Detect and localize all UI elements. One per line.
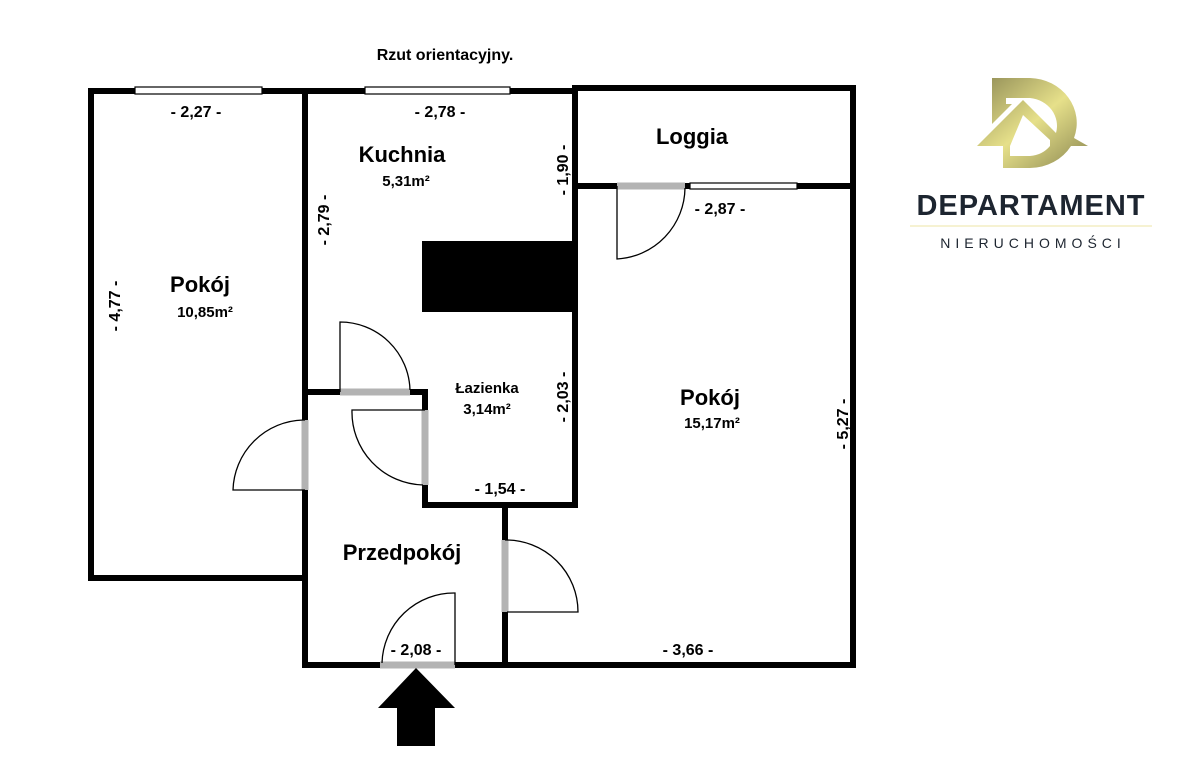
room-name-przedpokoj: Przedpokój <box>343 540 462 565</box>
walls <box>88 85 856 668</box>
room-area-pokoj-left: 10,85m² <box>177 304 233 321</box>
logo-subtitle-text: NIERUCHOMOŚCI <box>940 234 1126 251</box>
company-logo: DEPARTAMENT NIERUCHOMOŚCI <box>910 78 1152 251</box>
dim-left-width: - 2,27 - <box>171 104 222 121</box>
room-name-kuchnia: Kuchnia <box>359 142 447 167</box>
logo-brand-text: DEPARTAMENT <box>916 190 1145 222</box>
dim-kitchen-height: - 2,79 - <box>316 195 333 246</box>
room-name-pokoj-right: Pokój <box>680 385 740 410</box>
windows <box>134 86 798 190</box>
doors <box>232 182 686 669</box>
dim-left-height: - 4,77 - <box>107 281 124 332</box>
dim-bath-width: - 1,54 - <box>475 481 526 498</box>
dim-right-width: - 2,87 - <box>695 201 746 218</box>
room-name-pokoj-left: Pokój <box>170 272 230 297</box>
room-name-lazienka: Łazienka <box>455 380 519 397</box>
room-name-loggia: Loggia <box>656 124 729 149</box>
logo-d-house-icon <box>977 78 1088 168</box>
dim-right-height: - 5,27 - <box>835 399 852 450</box>
room-area-kuchnia: 5,31m² <box>382 173 430 190</box>
room-area-pokoj-right: 15,17m² <box>684 415 740 432</box>
dim-right-bottom: - 3,66 - <box>663 642 714 659</box>
dim-kitchen-width: - 2,78 - <box>415 104 466 121</box>
dim-bath-height: - 2,03 - <box>555 372 572 423</box>
dim-kitchen-side: - 1,90 - <box>555 145 572 196</box>
dim-hall-width: - 2,08 - <box>391 642 442 659</box>
entrance-arrow-icon <box>378 668 455 746</box>
room-area-lazienka: 3,14m² <box>463 401 511 418</box>
plan-title: Rzut orientacyjny. <box>377 47 514 64</box>
